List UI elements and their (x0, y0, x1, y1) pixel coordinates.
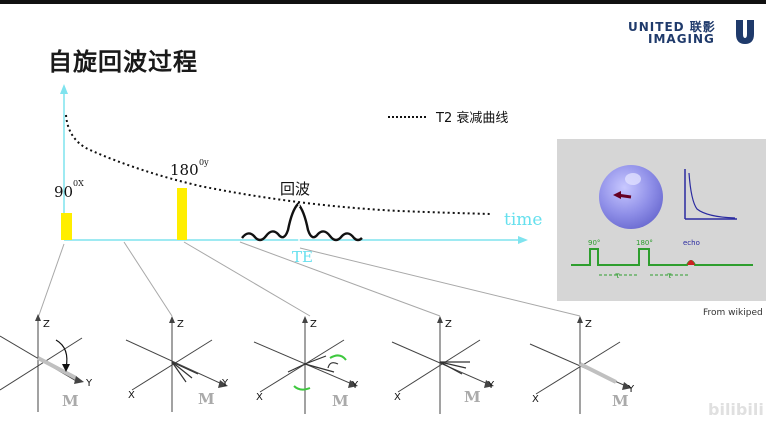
magnetization-label: M (332, 392, 349, 410)
top-border (0, 0, 766, 4)
pulse-90 (61, 213, 72, 240)
axis-y-label: Y (487, 380, 495, 391)
inset-decay-curve (688, 172, 736, 219)
green-arrow-icon (329, 354, 347, 361)
coordinate-frame-1: Z Y M (0, 314, 93, 412)
axis-z-label: Z (177, 319, 184, 330)
axis-z-label: Z (43, 319, 50, 330)
magnetization-arrow (579, 362, 617, 384)
axis-y-label: Y (85, 378, 93, 389)
coordinate-frame-4: Z Y X M (391, 316, 495, 414)
magnetization-label: M (464, 388, 481, 406)
pulse-90-sup: 0X (73, 179, 84, 188)
pulse-sequence-line (571, 248, 753, 266)
axis-x-label: X (256, 392, 263, 403)
time-axis-arrow-icon (518, 236, 528, 244)
coordinate-frame-3: Z Y X M (253, 316, 359, 414)
axis-z-label: Z (585, 319, 592, 330)
spin-vector (304, 355, 327, 365)
logo-mark-icon (736, 20, 754, 44)
time-label: time (504, 210, 542, 230)
te-label: TE (292, 248, 313, 266)
axis-z-label: Z (310, 319, 317, 330)
image-credit: From wikiped (703, 308, 763, 318)
coordinate-frame-2: Z Y X M (125, 316, 229, 412)
legend-label: T2 衰减曲线 (435, 110, 508, 126)
inset-graphic: 90° 180° echo τ τ (571, 165, 753, 280)
logo-line-2: IMAGING (648, 32, 715, 46)
slide-title: 自旋回波过程 (48, 48, 198, 76)
inset-pulse-2-label: 180° (636, 239, 653, 247)
coordinate-frame-5: Z Y X M (529, 316, 635, 414)
echo-label: 回波 (280, 180, 310, 198)
axis-x-label: X (532, 394, 539, 405)
inset-echo-label: echo (683, 239, 700, 247)
spin-vector (439, 361, 467, 369)
spin-vector (304, 363, 335, 373)
echo-peak (687, 260, 695, 265)
logo-line-1: UNITED 联影 (628, 20, 716, 34)
magnetization-arrow (37, 356, 77, 380)
spin-vector (171, 361, 193, 379)
axis-x-label: X (394, 392, 401, 403)
echo-waveform (241, 202, 363, 242)
connector-line (299, 247, 581, 317)
connector-line (183, 241, 311, 317)
pulse-180 (177, 188, 187, 240)
inset-tau-1: τ (615, 271, 620, 280)
spin-vector (287, 363, 306, 373)
inset-pulse-1-label: 90° (588, 239, 600, 247)
connector-line (123, 241, 173, 317)
spin-echo-animation-inset: 90° 180° echo τ τ (557, 139, 766, 301)
green-arrow-icon (293, 385, 311, 391)
pulse-180-label: 180 (170, 161, 199, 179)
pulse-90-label: 90 (54, 183, 73, 201)
signal-axis-arrow-icon (60, 84, 68, 94)
bilibili-watermark: bilibili (708, 400, 764, 419)
axis-y-label: Y (221, 378, 229, 389)
axis-z-label: Z (445, 319, 452, 330)
t2-decay-curve (65, 114, 493, 215)
connector-line (239, 241, 441, 317)
spin-vector (171, 361, 187, 383)
pulse-180-sup: 0y (199, 158, 209, 167)
magnetization-label: M (62, 392, 79, 410)
spin-vector (171, 361, 199, 375)
inset-tau-2: τ (667, 271, 672, 280)
magnetization-label: M (198, 390, 215, 408)
rotation-arrow-icon (327, 362, 339, 369)
magnetization-label: M (612, 392, 629, 410)
axis-y-label: Y (351, 380, 359, 391)
united-imaging-logo: UNITED 联影 IMAGING (626, 18, 758, 48)
spin-vector (439, 361, 463, 375)
axis-y-label: Y (627, 384, 635, 395)
axis-x-label: X (128, 390, 135, 401)
connector-line (37, 243, 65, 319)
